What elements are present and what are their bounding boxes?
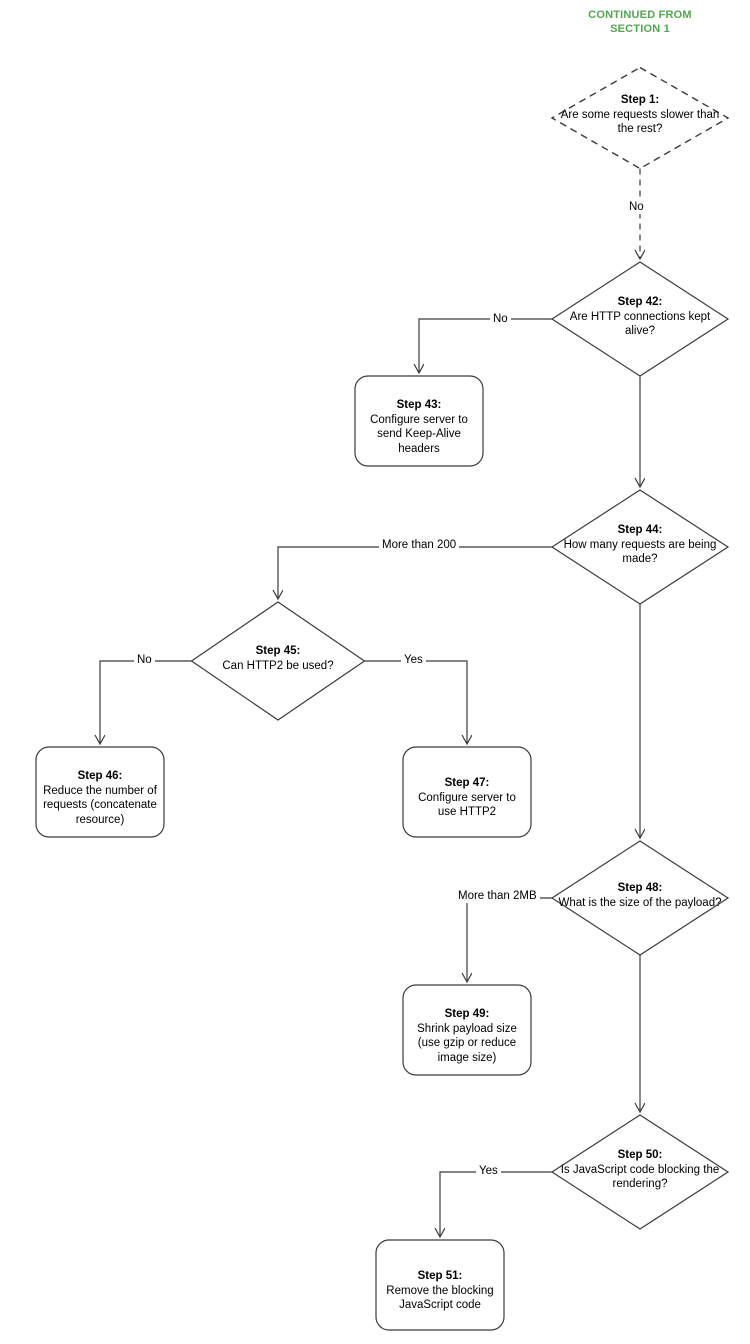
edge-step48-to-step49 [467, 897, 552, 981]
node-step49-shape [402, 984, 532, 1076]
edge-step50-to-step51 [440, 1171, 552, 1236]
node-step50-shape [550, 1114, 730, 1230]
continued-from-note: CONTINUED FROM SECTION 1 [566, 8, 714, 36]
continued-from-note-line1: CONTINUED FROM [588, 9, 692, 21]
edge-step44-to-step45 [278, 546, 552, 598]
node-step46-shape [35, 746, 165, 838]
node-step42-shape [550, 261, 730, 377]
continued-from-note-line2: SECTION 1 [610, 23, 670, 35]
edge-label-no-step45: No [134, 654, 155, 667]
edge-label-no-step42: No [490, 313, 511, 326]
edge-step45-to-step46 [100, 660, 192, 743]
edge-label-yes-step45: Yes [401, 654, 426, 667]
node-step47-shape [402, 746, 532, 838]
edge-step42-to-step43 [419, 318, 552, 372]
node-step48-shape [550, 840, 730, 956]
edge-label-no-step1: No [626, 201, 647, 214]
node-step45-shape [190, 601, 366, 721]
edge-label-more-than-2mb: More than 2MB [455, 890, 540, 903]
edge-step45-to-step47 [364, 660, 468, 743]
node-step44-shape [550, 489, 730, 605]
edge-label-more-than-200: More than 200 [379, 539, 460, 552]
node-step51-shape [375, 1239, 505, 1331]
node-step43-shape [354, 375, 484, 467]
node-step1-shape [550, 66, 730, 170]
edge-label-yes-step50: Yes [476, 1165, 501, 1178]
